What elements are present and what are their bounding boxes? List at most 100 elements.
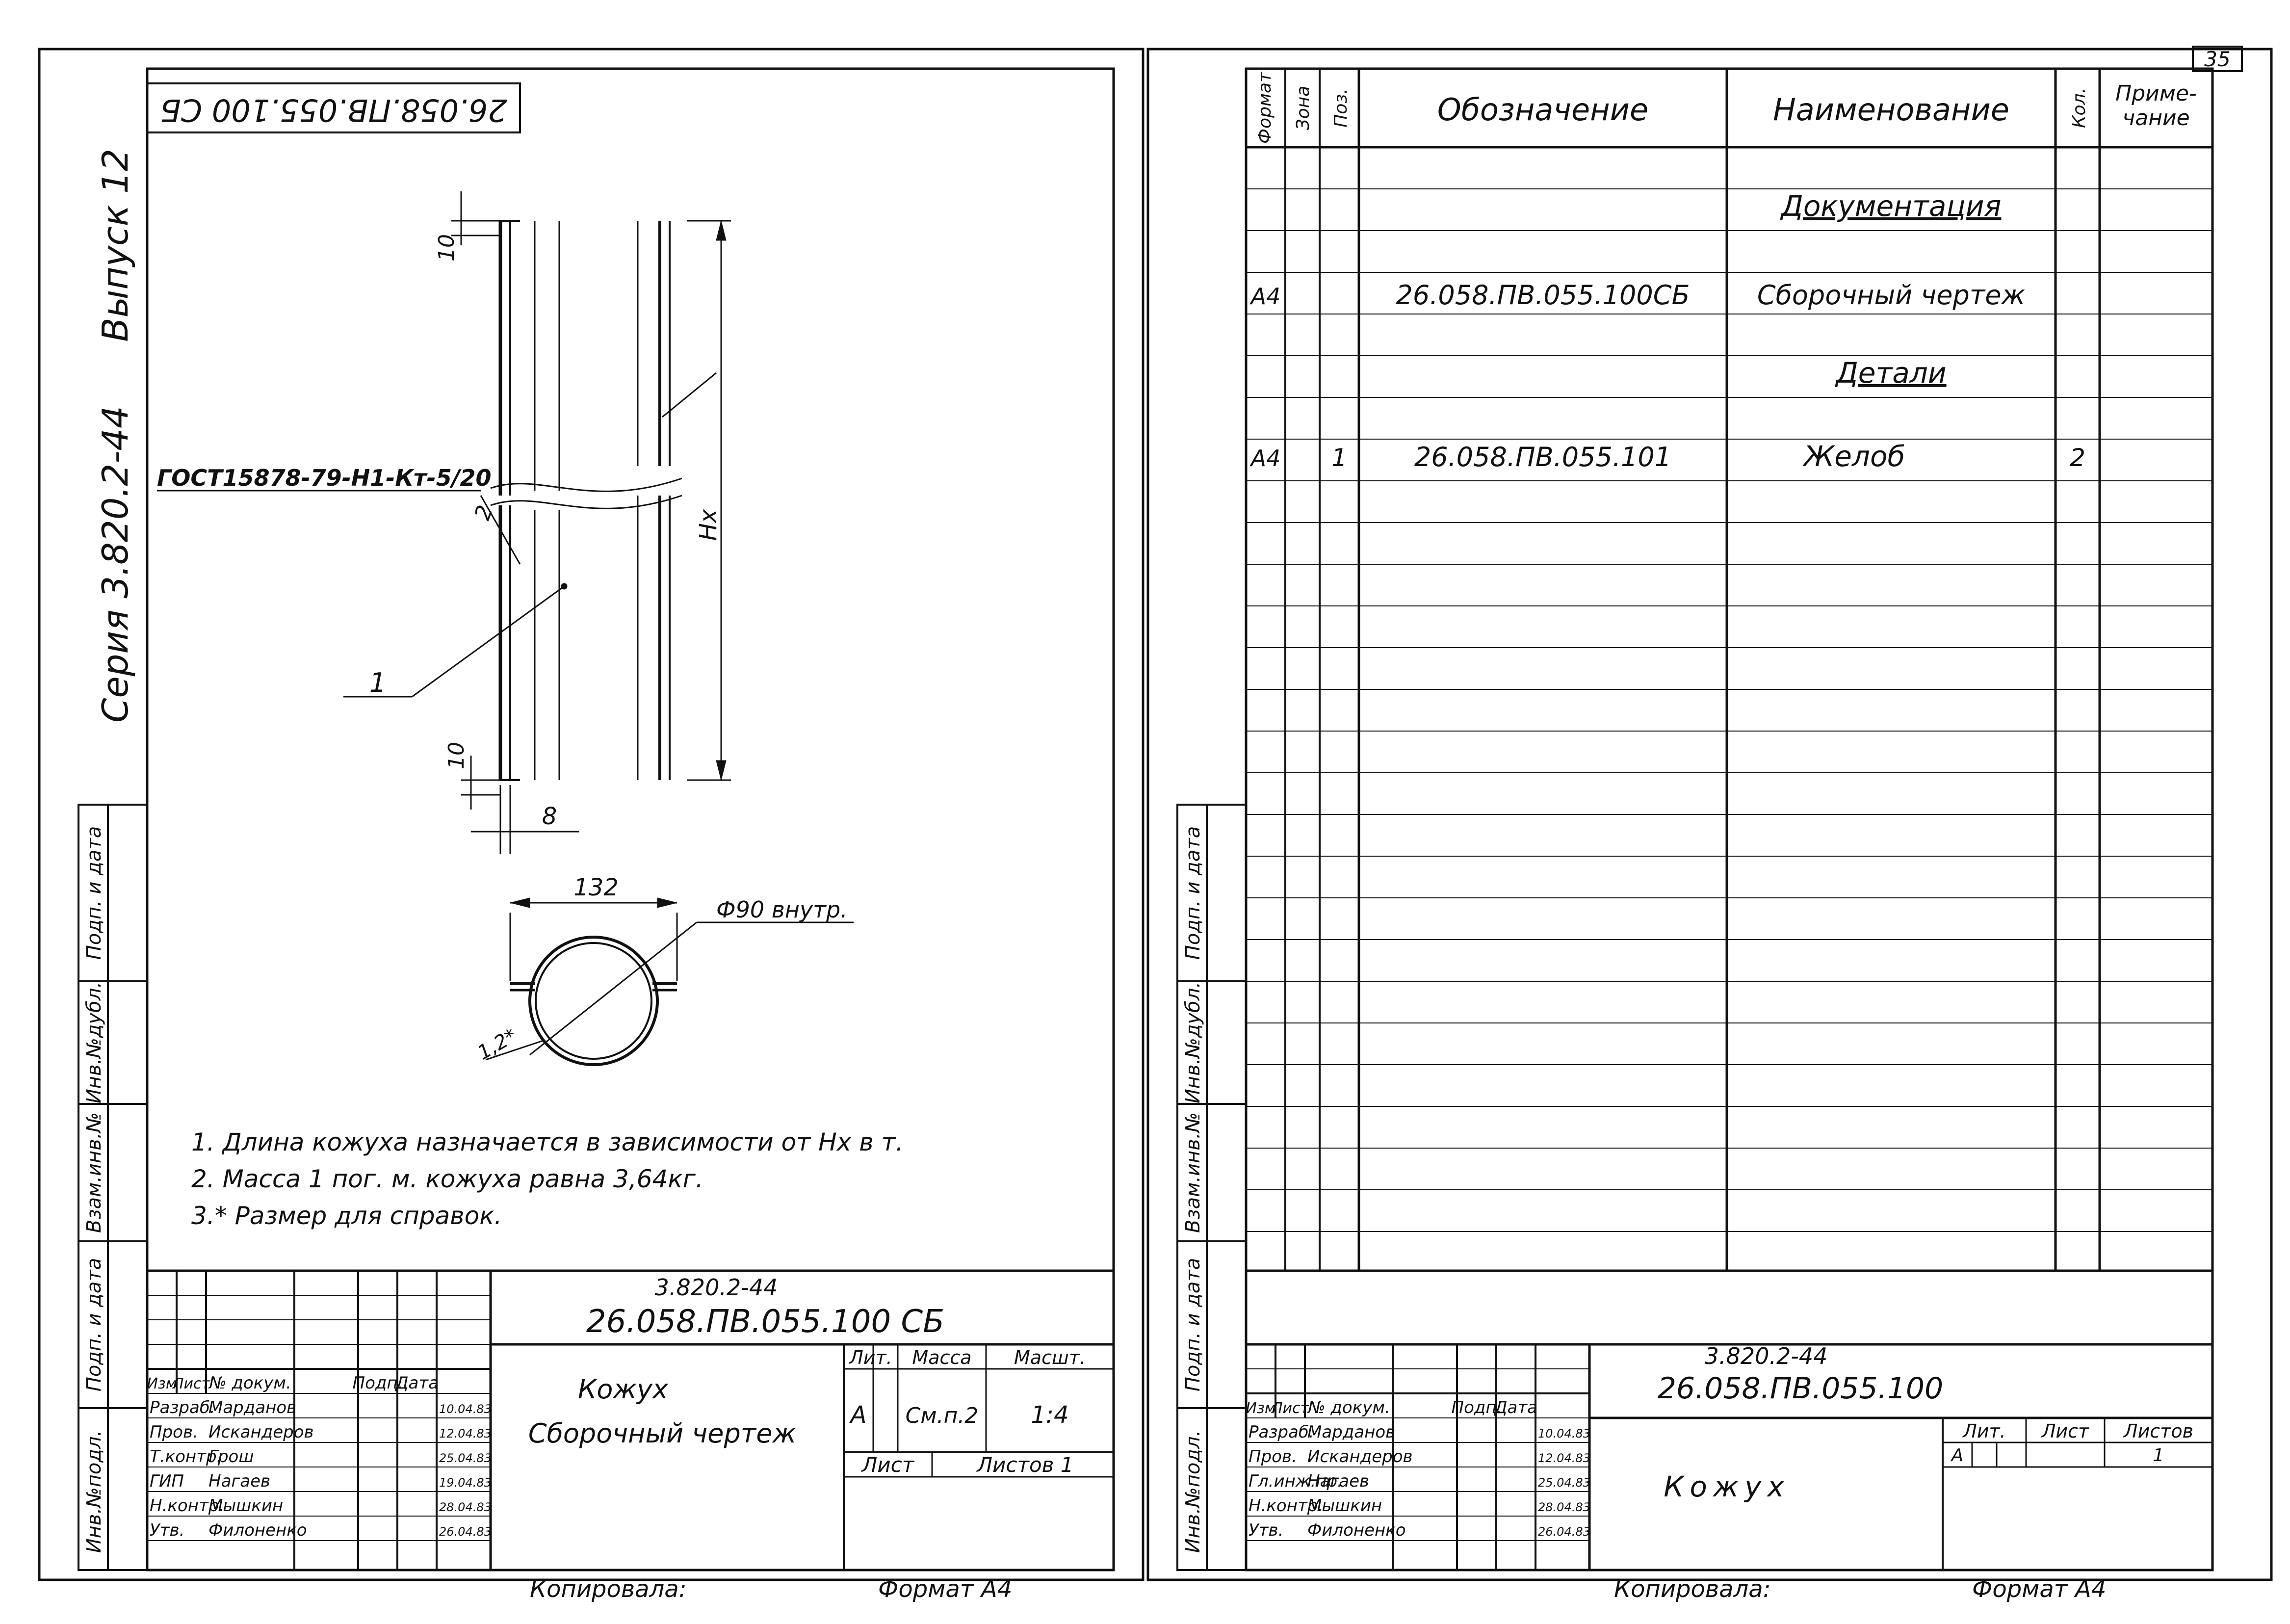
tb-date: 25.04.83 bbox=[439, 1451, 492, 1465]
right-tb-sheets-label: Листов bbox=[2123, 1420, 2193, 1442]
left-copied: Копировала: bbox=[530, 1575, 687, 1603]
tb-role: Разраб. bbox=[150, 1398, 215, 1417]
row-name: Желоб bbox=[1802, 440, 1905, 473]
dim-width-label: 8 bbox=[542, 803, 557, 830]
row-designation: 26.058.ПВ.055.101 bbox=[1414, 442, 1671, 472]
right-tb-code: 26.058.ПВ.055.100 bbox=[1658, 1371, 1943, 1406]
row-designation: 26.058.ПВ.055.100СБ bbox=[1396, 280, 1690, 311]
jacket-elevation bbox=[343, 191, 731, 854]
note-3: 3.* Размер для справок. bbox=[191, 1202, 502, 1230]
tb-role: Н.контр. bbox=[150, 1496, 224, 1516]
right-tb-head: № докум. bbox=[1307, 1398, 1390, 1417]
left-tb-head: Дата bbox=[394, 1373, 439, 1393]
strip-label: Инв.№подл. bbox=[83, 1430, 105, 1553]
header-note: Приме- bbox=[2115, 81, 2197, 106]
left-tb-code: 26.058.ПВ.055.100 СБ bbox=[586, 1304, 944, 1340]
tb-date: 12.04.83 bbox=[439, 1427, 492, 1441]
right-tb-sheets: 1 bbox=[2153, 1445, 2164, 1466]
tb-role: ГИП bbox=[150, 1471, 184, 1491]
strip-label: Подп. и дата bbox=[1182, 1258, 1204, 1391]
left-tb-series: 3.820.2-44 bbox=[655, 1274, 778, 1301]
left-tb-name: Кожух bbox=[578, 1374, 669, 1405]
tb-person: Филоненко bbox=[1307, 1520, 1406, 1540]
right-tb-name: Кожух bbox=[1664, 1470, 1790, 1503]
tb-person: Марданов bbox=[208, 1398, 296, 1417]
right-sheet: Инв.№подл. Подп. и дата Взам.инв.№ Инв.№… bbox=[1146, 48, 2273, 1603]
section-width-label: 132 bbox=[573, 874, 619, 901]
tb-date: 28.04.83 bbox=[439, 1500, 492, 1514]
right-tb-sheet-label: Лист bbox=[2041, 1420, 2090, 1442]
strip-label: Подп. и дата bbox=[1182, 826, 1204, 960]
tb-person: Мышкин bbox=[208, 1496, 283, 1516]
note-2: 2. Масса 1 пог. м. кожуха равна 3,64кг. bbox=[191, 1165, 703, 1193]
left-tb-lit: А bbox=[849, 1401, 867, 1429]
strip-label: Взам.инв.№ bbox=[1182, 1112, 1204, 1233]
tb-date: 25.04.83 bbox=[1538, 1476, 1590, 1490]
tb-role: Н.контр. bbox=[1249, 1496, 1323, 1516]
row-qty: 2 bbox=[2070, 444, 2085, 472]
left-tb-doctype: Сборочный чертеж bbox=[528, 1418, 797, 1449]
left-tb-head: № докум. bbox=[208, 1373, 291, 1393]
right-format: Формат А4 bbox=[1972, 1575, 2106, 1603]
left-tb-head: Подп. bbox=[353, 1373, 403, 1393]
header-qty: Кол. bbox=[2069, 88, 2089, 128]
dim-height-label: Нх bbox=[695, 509, 722, 541]
section-parts: Детали bbox=[1834, 356, 1946, 390]
strip-label: Подп. и дата bbox=[83, 1258, 105, 1391]
tb-person: Нагаев bbox=[208, 1471, 270, 1491]
tb-date: 26.04.83 bbox=[439, 1525, 492, 1539]
tb-date: 12.04.83 bbox=[1538, 1451, 1590, 1465]
tb-person: Искандеров bbox=[208, 1422, 314, 1442]
side-strip: Инв.№подл. Подп. и дата Взам.инв.№ Инв.№… bbox=[78, 804, 148, 1571]
tb-role: Разраб. bbox=[1249, 1422, 1314, 1442]
tb-person: Марданов bbox=[1307, 1422, 1395, 1442]
tb-date: 26.04.83 bbox=[1538, 1525, 1590, 1539]
cross-section bbox=[485, 897, 854, 1066]
tb-role: Пров. bbox=[1249, 1447, 1297, 1467]
tb-role: Гл.инж.пр. bbox=[1249, 1471, 1343, 1491]
strip-label: Подп. и дата bbox=[83, 826, 105, 960]
left-sheet: 26.058.ПВ.055.100 СБ Серия 3.820.2-44 Вы… bbox=[38, 48, 1145, 1603]
row-format: А4 bbox=[1249, 283, 1281, 310]
header-format: Формат bbox=[1255, 72, 1275, 144]
callout-2: 2 bbox=[470, 502, 498, 524]
dim-top-label: 10 bbox=[434, 234, 459, 262]
strip-label: Инв.№подл. bbox=[1182, 1430, 1204, 1553]
page-number: 35 bbox=[2204, 47, 2230, 71]
strip-label: Взам.инв.№ bbox=[83, 1112, 105, 1233]
right-tb-lit: А bbox=[1951, 1445, 1964, 1466]
header-zone: Зона bbox=[1293, 86, 1313, 131]
left-tb-mass: См.п.2 bbox=[906, 1403, 979, 1428]
tb-role: Т.контр. bbox=[150, 1447, 222, 1467]
left-tb-lit-label: Лит. bbox=[848, 1347, 892, 1368]
left-tb-scale-label: Масшт. bbox=[1014, 1347, 1086, 1368]
gost-label: ГОСТ15878-79-Н1-Кт-5/20 bbox=[157, 465, 492, 491]
left-title-block bbox=[147, 1269, 1114, 1570]
right-copied: Копировала: bbox=[1614, 1575, 1771, 1603]
right-tb-lit-label: Лит. bbox=[1962, 1420, 2006, 1442]
right-tb-series: 3.820.2-44 bbox=[1705, 1343, 1828, 1369]
callout-1: 1 bbox=[369, 667, 386, 698]
tb-date: 19.04.83 bbox=[439, 1476, 492, 1490]
header-designation: Обозначение bbox=[1437, 92, 1648, 128]
tb-role: Утв. bbox=[150, 1520, 184, 1540]
tb-person: Искандеров bbox=[1307, 1447, 1413, 1467]
header-note: чание bbox=[2122, 105, 2189, 131]
tb-person: Мышкин bbox=[1307, 1496, 1382, 1516]
left-format: Формат А4 bbox=[878, 1575, 1012, 1603]
header-name: Наименование bbox=[1773, 92, 2009, 128]
tb-person: Грош bbox=[208, 1447, 254, 1467]
left-tb-mass-label: Масса bbox=[912, 1347, 971, 1368]
section-docs: Документация bbox=[1780, 189, 2002, 223]
tb-role: Утв. bbox=[1249, 1520, 1283, 1540]
row-name: Сборочный чертеж bbox=[1757, 280, 2026, 311]
left-tb-head: Изм bbox=[147, 1375, 177, 1392]
tb-person: Филоненко bbox=[208, 1520, 307, 1540]
strip-label: Инв.№дубл. bbox=[1182, 982, 1204, 1103]
dim-bottom-label: 10 bbox=[444, 742, 469, 769]
right-tb-head: Дата bbox=[1493, 1398, 1537, 1417]
left-tb-head: Лист bbox=[172, 1375, 211, 1392]
tb-role: Пров. bbox=[150, 1422, 198, 1442]
strip-label: Инв.№дубл. bbox=[83, 982, 105, 1103]
